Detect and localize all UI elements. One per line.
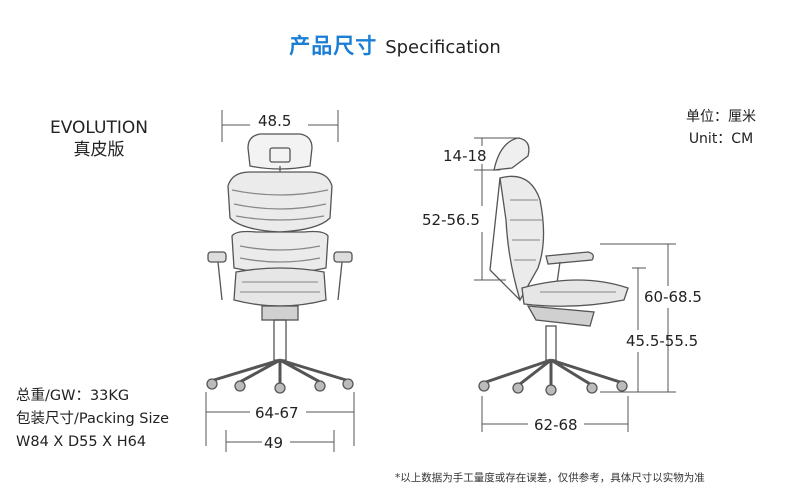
front-view-chair <box>206 133 354 394</box>
dim-depth: 62-68 <box>534 416 578 434</box>
title-en: Specification <box>385 37 501 58</box>
unit-en: Unit：CM <box>688 131 754 147</box>
footnote: *以上数据为手工量度或存在误差，仅供参考，具体尺寸以实物为准 <box>395 472 705 484</box>
unit-block: 单位：厘米 Unit：CM <box>676 106 766 150</box>
model-name: EVOLUTION <box>49 118 148 138</box>
dim-base-width-inner: 64-67 <box>255 404 299 422</box>
title-cn: 产品尺寸 <box>289 34 378 58</box>
dim-base-width-outer: 49 <box>264 434 284 452</box>
packing-size-label: 包装尺寸/Packing Size <box>16 411 170 427</box>
dim-headrest-width: 48.5 <box>258 112 292 130</box>
page-title: 产品尺寸 Specification <box>0 30 790 60</box>
dim-seat-height: 45.5-55.5 <box>626 332 699 350</box>
gross-weight: 总重/GW：33KG <box>16 388 130 404</box>
dim-armrest-height: 60-68.5 <box>644 288 702 306</box>
model-block: EVOLUTION 真皮版 <box>44 117 154 161</box>
packing-info: 总重/GW：33KG 包装尺寸/Packing Size W84 X D55 X… <box>16 385 169 454</box>
dim-headrest-adjust: 14-18 <box>443 147 487 165</box>
packing-size-value: W84 X D55 X H64 <box>16 434 147 450</box>
front-dimension-lines <box>205 110 355 452</box>
dim-back-height: 52-56.5 <box>422 211 480 229</box>
side-view-chair <box>478 137 629 396</box>
model-variant: 真皮版 <box>73 140 125 160</box>
unit-cn: 单位：厘米 <box>686 109 756 125</box>
side-dimension-lines <box>474 137 676 432</box>
